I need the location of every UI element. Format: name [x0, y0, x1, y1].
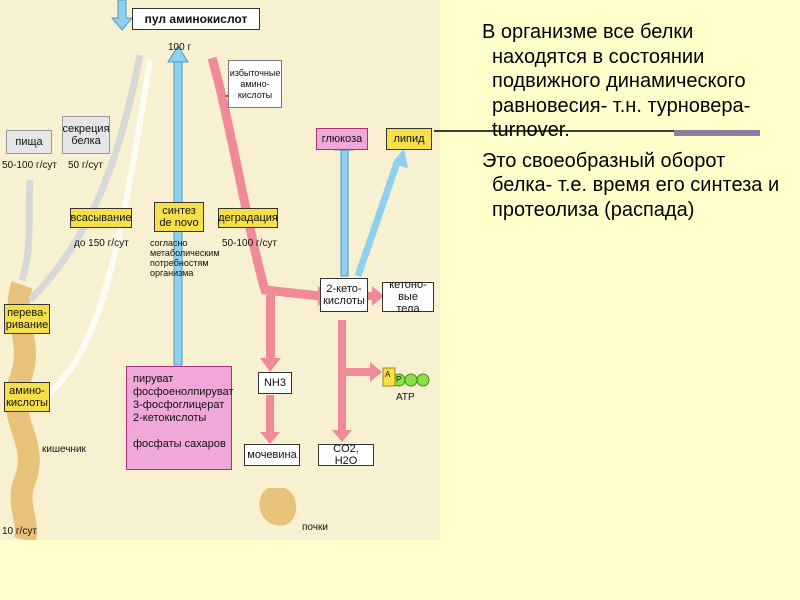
atp-a-label: A [385, 370, 391, 379]
urea-box: мочевина [244, 444, 300, 466]
synthesis-box: синтез de novo [154, 202, 204, 232]
secretion-arrow [27, 54, 144, 303]
keto-acids-box: 2-кето- кислоты [320, 278, 368, 312]
paragraph-turnover: В организме все белки находятся в состоя… [482, 21, 751, 141]
excess-amino-acids-box: избыточные амино- кислоты [228, 60, 282, 108]
absorption-amount: до 150 г/сут [74, 238, 129, 249]
food-amount: 50-100 г/сут [2, 160, 57, 171]
amino-acid-pool-box: пул аминокислот [132, 8, 260, 30]
glucose-arrow [340, 147, 349, 277]
digestion-box: перева- ривание [4, 304, 50, 334]
degradation-arrow [207, 56, 321, 301]
pool-amount: 100 г [168, 42, 192, 53]
co2-h2o-box: CO2, H2O [318, 443, 374, 467]
co2-arrow [338, 320, 346, 432]
precursors-box: пируват фосфоенолпируват 3-фосфоглицерат… [126, 366, 234, 470]
absorption-box: всасывание [70, 208, 132, 228]
degradation-box: деградация [218, 208, 278, 228]
synthesis-note: согласно метаболическим потребностям орг… [150, 238, 220, 278]
intestine-label: кишечник [42, 444, 86, 455]
amino-acids-box: амино- кислоты [4, 382, 50, 412]
nh3-box: NH3 [258, 372, 292, 394]
food-box: пища [6, 130, 52, 154]
paragraph-protein-cycle: Это своеобразный оборот белка- т.е. врем… [482, 149, 780, 221]
divider-line [434, 130, 760, 136]
lipid-arrow [354, 158, 402, 278]
nh3-arrow [266, 295, 275, 360]
urea-arrow [266, 395, 274, 435]
lipid-box: липид [386, 128, 432, 150]
glucose-box: глюкоза [316, 128, 368, 150]
kidney-shape [259, 488, 297, 526]
secretion-box: секреция белка [62, 116, 110, 154]
atp-arrow [346, 368, 372, 376]
atp-label: ATP [396, 392, 415, 403]
atp-p-label: P [396, 375, 402, 384]
food-arrow [18, 179, 34, 282]
pool-inflow-arrow [110, 0, 134, 31]
degradation-amount: 50-100 г/сут [222, 238, 277, 249]
absorption-arrow [38, 59, 153, 403]
secretion-amount: 50 г/сут [68, 160, 103, 171]
kidneys-label: почки [302, 522, 328, 533]
amino-acid-metabolism-diagram: пул аминокислот 100 г избыточные амино- … [0, 0, 440, 540]
output-amount: 10 г/сут [2, 526, 37, 537]
text-panel: В организме все белки находятся в состоя… [470, 20, 790, 228]
ketone-bodies-box: кетоно- вые тела [382, 279, 434, 315]
